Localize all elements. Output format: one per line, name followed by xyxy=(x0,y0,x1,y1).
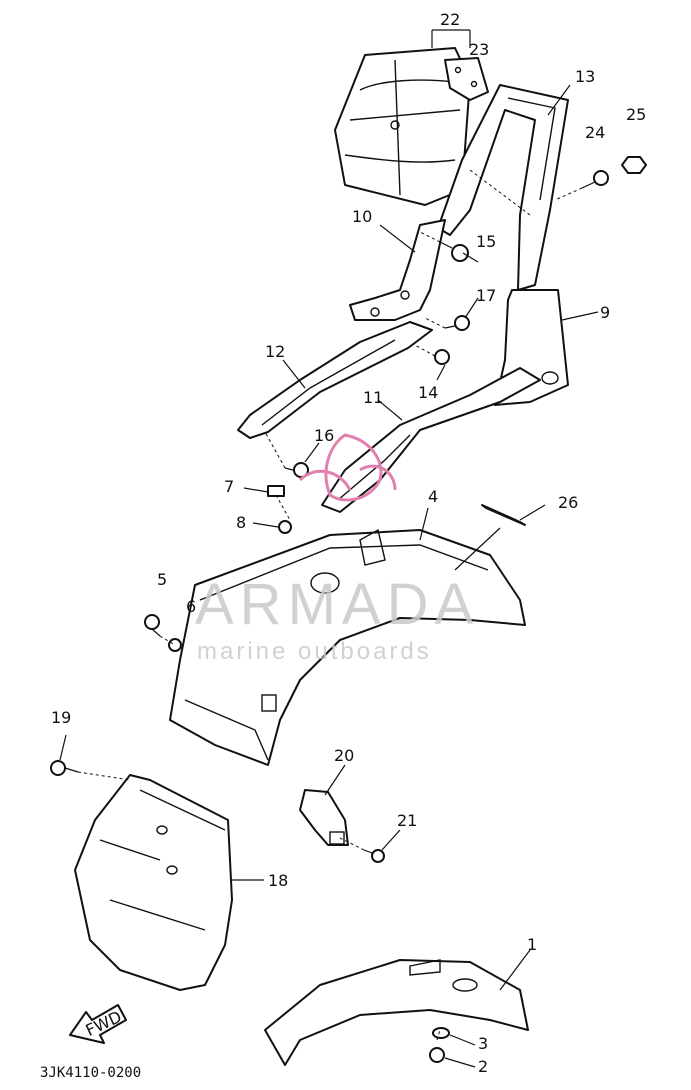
callout-16: 16 xyxy=(314,426,334,445)
nut-25 xyxy=(621,156,647,174)
callout-12: 12 xyxy=(265,342,285,361)
callout-8: 8 xyxy=(236,513,246,532)
callout-25: 25 xyxy=(626,105,646,124)
bolt-24 xyxy=(581,170,609,189)
backrest-pad xyxy=(334,47,471,206)
grab-bar-right xyxy=(321,367,541,513)
rear-fender xyxy=(169,528,526,766)
callout-21: 21 xyxy=(397,811,417,830)
diagram-code: 3JK4110-0200 xyxy=(40,1065,141,1081)
callout-9: 9 xyxy=(600,303,610,322)
watermark-logo xyxy=(298,433,397,502)
callout-19: 19 xyxy=(51,708,71,727)
inner-fender xyxy=(74,774,233,991)
fwd-label: FWD xyxy=(83,1007,125,1040)
callout-1: 1 xyxy=(527,935,537,954)
callout-3: 3 xyxy=(478,1034,488,1053)
callout-22: 22 xyxy=(440,10,460,29)
watermark-title: ARMADA xyxy=(195,572,479,637)
bolt-14 xyxy=(434,349,450,365)
callout-18: 18 xyxy=(268,871,288,890)
callout-11: 11 xyxy=(363,388,383,407)
watermark-subtitle: marine outboards xyxy=(197,638,432,665)
bolt-7 xyxy=(267,485,285,497)
callout-24: 24 xyxy=(585,123,605,142)
callout-17: 17 xyxy=(476,286,496,305)
grab-bar-left xyxy=(237,321,433,439)
leader-lines xyxy=(59,29,599,1068)
callout-15: 15 xyxy=(476,232,496,251)
callout-5: 5 xyxy=(157,570,167,589)
fasteners xyxy=(50,156,647,1063)
callout-2: 2 xyxy=(478,1057,488,1076)
callout-13: 13 xyxy=(575,67,595,86)
bolt-19 xyxy=(50,760,79,776)
nut-2 xyxy=(429,1047,445,1063)
callout-6: 6 xyxy=(186,597,196,616)
callout-7: 7 xyxy=(224,477,234,496)
watermark: ARMADA marine outboards xyxy=(195,433,479,665)
callout-26: 26 xyxy=(558,493,578,512)
callout-23: 23 xyxy=(469,40,489,59)
callout-4: 4 xyxy=(428,487,438,506)
front-fender xyxy=(264,959,529,1066)
lamp-bracket xyxy=(299,789,349,846)
fwd-arrow: FWD xyxy=(69,1004,127,1044)
callout-20: 20 xyxy=(334,746,354,765)
callout-10: 10 xyxy=(352,207,372,226)
bolt-17 xyxy=(444,315,470,331)
callout-14: 14 xyxy=(418,383,438,402)
screw-21 xyxy=(363,849,385,863)
bolt-5 xyxy=(144,614,161,637)
callouts: 1 2 3 4 5 6 7 8 9 10 11 12 13 14 15 16 1… xyxy=(51,10,646,1076)
nut-8 xyxy=(278,520,292,534)
nut-6 xyxy=(168,638,182,652)
backrest-bracket xyxy=(444,57,489,101)
washer-3 xyxy=(432,1027,450,1039)
assembly-lines xyxy=(77,169,583,1041)
bolt-16 xyxy=(284,462,309,478)
bolt-15 xyxy=(439,241,469,262)
mount-bracket xyxy=(349,219,446,321)
strip-26 xyxy=(481,504,526,526)
